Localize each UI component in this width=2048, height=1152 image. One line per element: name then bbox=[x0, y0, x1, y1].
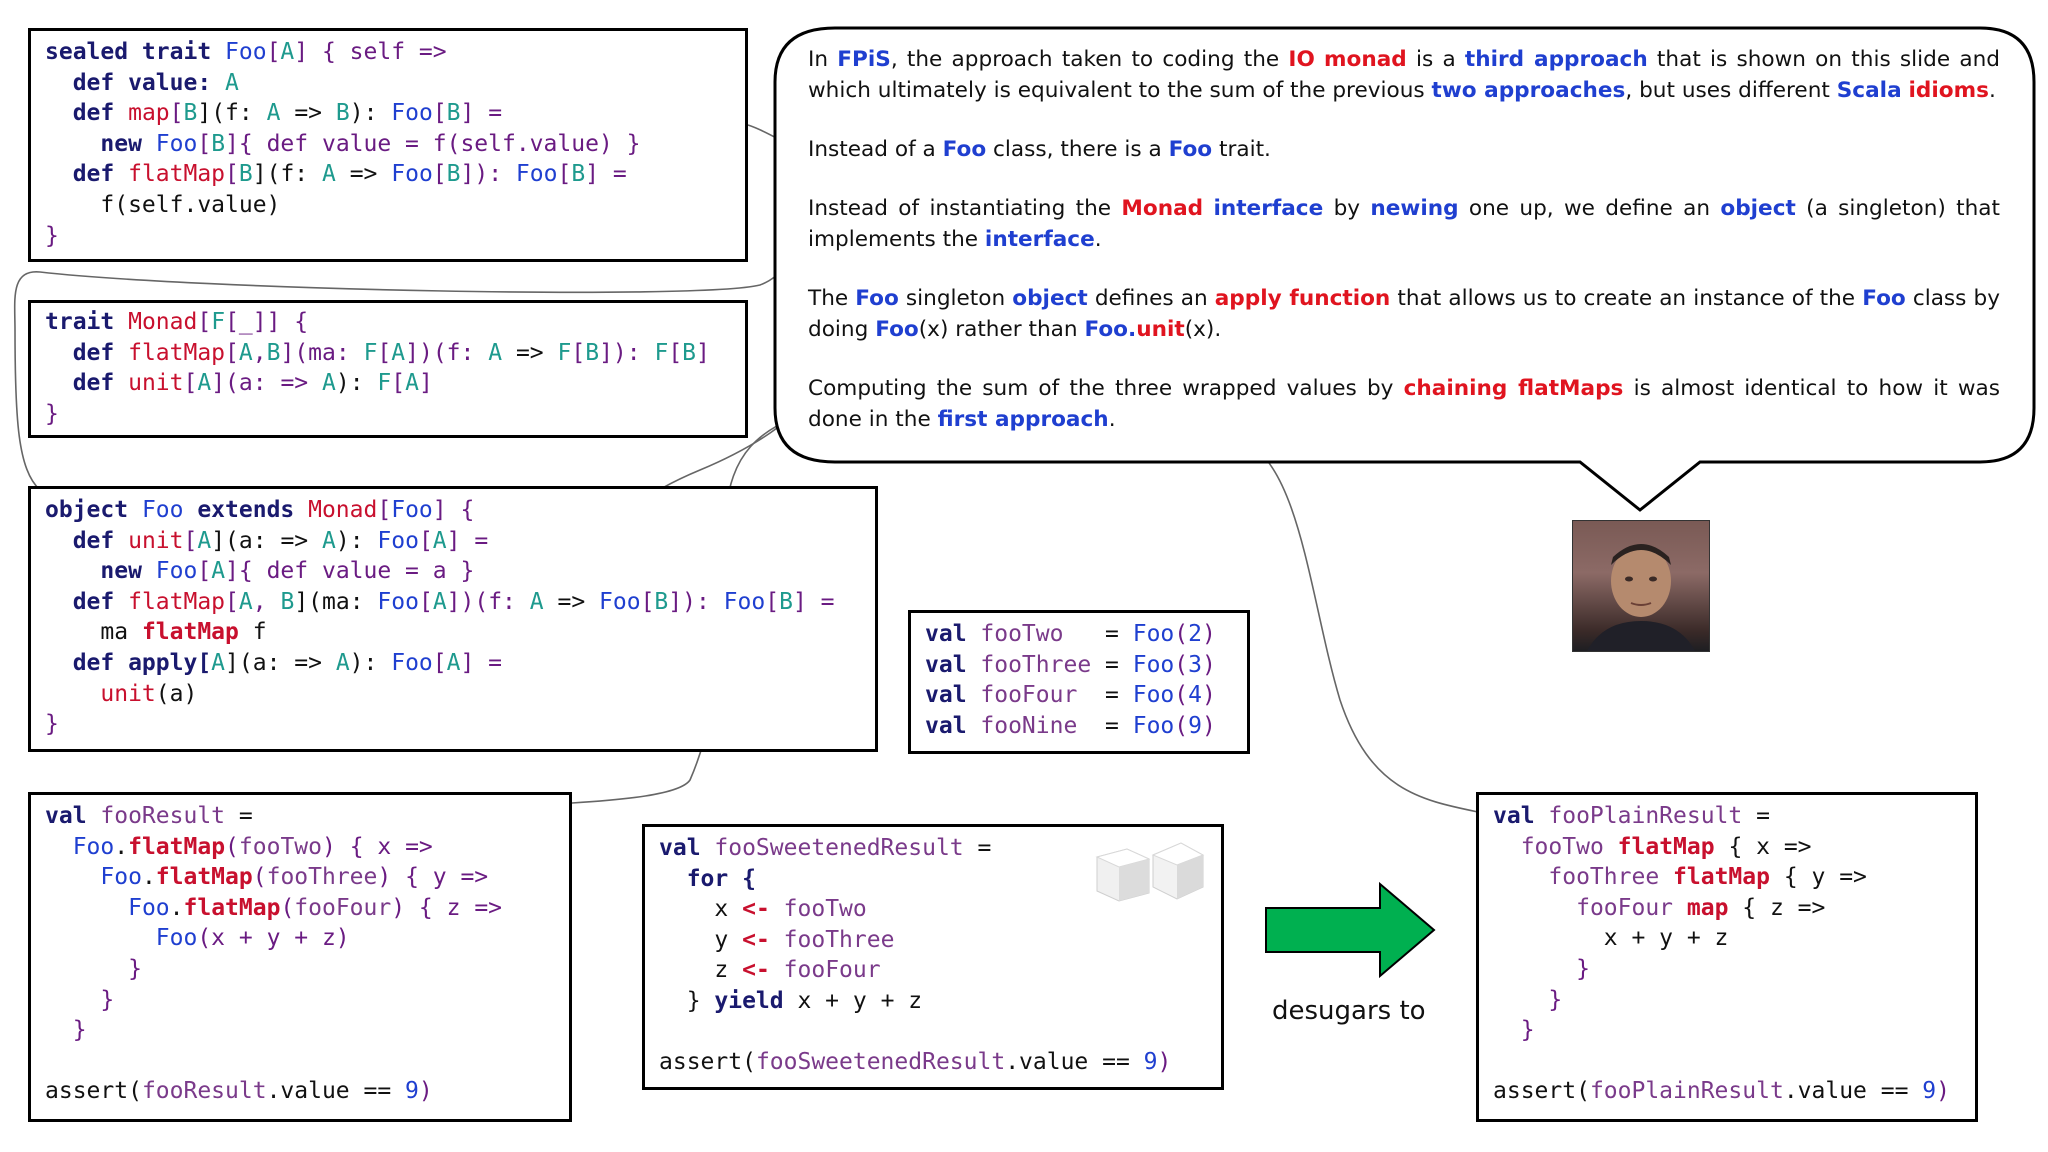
code-line: val fooPlainResult = bbox=[1493, 803, 1770, 829]
code-line: assert(fooSweetenedResult.value == 9) bbox=[659, 1049, 1172, 1076]
sweetened-code: val fooSweetenedResult = for { x <- fooT… bbox=[659, 833, 1171, 1078]
code-line: fooTwo flatMap { x => bbox=[1520, 833, 1812, 860]
foo-result-code-box: val fooResult = Foo.flatMap(fooTwo) { x … bbox=[28, 792, 572, 1122]
code-line: fooThree flatMap { y => bbox=[1548, 864, 1867, 891]
code-line: } bbox=[45, 711, 59, 738]
code-line: def flatMap[B](f: A => Foo[B]): Foo[B] = bbox=[45, 161, 627, 188]
code-line: val fooFour = Foo(4) bbox=[925, 682, 1216, 709]
code-line: y <- fooThree bbox=[659, 926, 895, 953]
right-arrow-icon bbox=[1265, 881, 1436, 979]
code-line: Foo.flatMap(fooFour) { z => bbox=[128, 894, 503, 921]
code-line: trait Monad[F[_]] { bbox=[45, 309, 309, 335]
code-line: def value: A bbox=[45, 69, 239, 96]
foo-trait-code: sealed trait Foo[A] { self => def value:… bbox=[45, 37, 640, 251]
code-line: unit(a) bbox=[100, 680, 198, 707]
code-line: val fooSweetenedResult = bbox=[659, 835, 992, 861]
author-photo bbox=[1572, 520, 1710, 652]
code-line: } bbox=[45, 1017, 87, 1044]
code-line: fooFour map { z => bbox=[1576, 894, 1826, 921]
code-line: def flatMap[A,B](ma: F[A])(f: A => F[B])… bbox=[45, 339, 710, 366]
code-line: def flatMap[A, B](ma: Foo[A])(f: A => Fo… bbox=[45, 588, 835, 615]
code-line: assert(fooPlainResult.value == 9) bbox=[1493, 1078, 1951, 1105]
code-line: new Foo[A]{ def value = a } bbox=[45, 558, 475, 585]
code-line: } bbox=[45, 986, 115, 1013]
code-line: x + y + z bbox=[1493, 925, 1729, 952]
bubble-paragraph-5: Computing the sum of the three wrapped v… bbox=[808, 376, 2000, 432]
code-line: def apply[A](a: => A): Foo[A] = bbox=[45, 649, 503, 676]
bubble-paragraph-1: In FPiS, the approach taken to coding th… bbox=[808, 47, 2001, 103]
sugar-cubes-icon bbox=[1091, 837, 1207, 907]
code-line: val fooTwo = Foo(2) bbox=[925, 621, 1216, 647]
code-line: for { bbox=[659, 865, 756, 892]
code-line: object Foo extends Monad[Foo] { bbox=[45, 497, 475, 523]
monad-trait-code: trait Monad[F[_]] { def flatMap[A,B](ma:… bbox=[45, 307, 710, 429]
code-line: new Foo[B]{ def value = f(self.value) } bbox=[45, 130, 641, 157]
code-line: Foo.flatMap(fooTwo) { x => bbox=[72, 833, 433, 860]
code-line: } bbox=[45, 400, 59, 427]
bubble-paragraph-3: Instead of instantiating the Monad inter… bbox=[808, 196, 2000, 252]
foo-trait-code-box: sealed trait Foo[A] { self => def value:… bbox=[28, 28, 748, 262]
code-line: val fooNine = Foo(9) bbox=[925, 712, 1216, 739]
code-line: } bbox=[45, 955, 142, 982]
code-line: } bbox=[45, 222, 59, 249]
code-line: sealed trait Foo[A] { self => bbox=[45, 39, 447, 65]
foo-object-code: object Foo extends Monad[Foo] { def unit… bbox=[45, 495, 834, 740]
foo-result-code: val fooResult = Foo.flatMap(fooTwo) { x … bbox=[45, 801, 502, 1107]
code-line: def unit[A](a: => A): Foo[A] = bbox=[45, 527, 489, 554]
bubble-paragraph-4: The Foo singleton object defines an appl… bbox=[808, 286, 2000, 342]
code-line: ma flatMap f bbox=[45, 619, 267, 646]
code-line: assert(fooResult.value == 9) bbox=[45, 1078, 433, 1105]
vals-code-box: val fooTwo = Foo(2) val fooThree = Foo(3… bbox=[908, 610, 1250, 754]
code-line: val fooResult = bbox=[45, 803, 253, 829]
code-line: } bbox=[1493, 955, 1590, 982]
foo-object-code-box: object Foo extends Monad[Foo] { def unit… bbox=[28, 486, 878, 752]
code-line: } yield x + y + z bbox=[659, 987, 923, 1014]
plain-code-box: val fooPlainResult = fooTwo flatMap { x … bbox=[1476, 792, 1978, 1122]
code-line: f(self.value) bbox=[45, 191, 281, 218]
sweetened-code-box: val fooSweetenedResult = for { x <- fooT… bbox=[642, 824, 1224, 1090]
monad-trait-code-box: trait Monad[F[_]] { def flatMap[A,B](ma:… bbox=[28, 300, 748, 438]
code-line: def map[B](f: A => B): Foo[B] = bbox=[45, 100, 503, 127]
code-line: x <- fooTwo bbox=[659, 896, 867, 923]
code-line: Foo(x + y + z) bbox=[155, 925, 350, 952]
code-line: } bbox=[1493, 986, 1563, 1013]
code-line: z <- fooFour bbox=[659, 957, 881, 984]
code-line: } bbox=[1493, 1017, 1535, 1044]
code-line: val fooThree = Foo(3) bbox=[925, 651, 1216, 678]
code-line: Foo.flatMap(fooThree) { y => bbox=[100, 864, 489, 891]
bubble-text: In FPiS, the approach taken to coding th… bbox=[808, 44, 2000, 463]
connector-monad bbox=[13, 204, 809, 491]
bubble-paragraph-2: Instead of a Foo class, there is a Foo t… bbox=[808, 137, 1271, 162]
desugar-label: desugars to bbox=[1272, 996, 1426, 1026]
code-line: def unit[A](a: => A): F[A] bbox=[45, 370, 433, 397]
vals-code: val fooTwo = Foo(2) val fooThree = Foo(3… bbox=[925, 619, 1216, 741]
plain-code: val fooPlainResult = fooTwo flatMap { x … bbox=[1493, 801, 1950, 1107]
